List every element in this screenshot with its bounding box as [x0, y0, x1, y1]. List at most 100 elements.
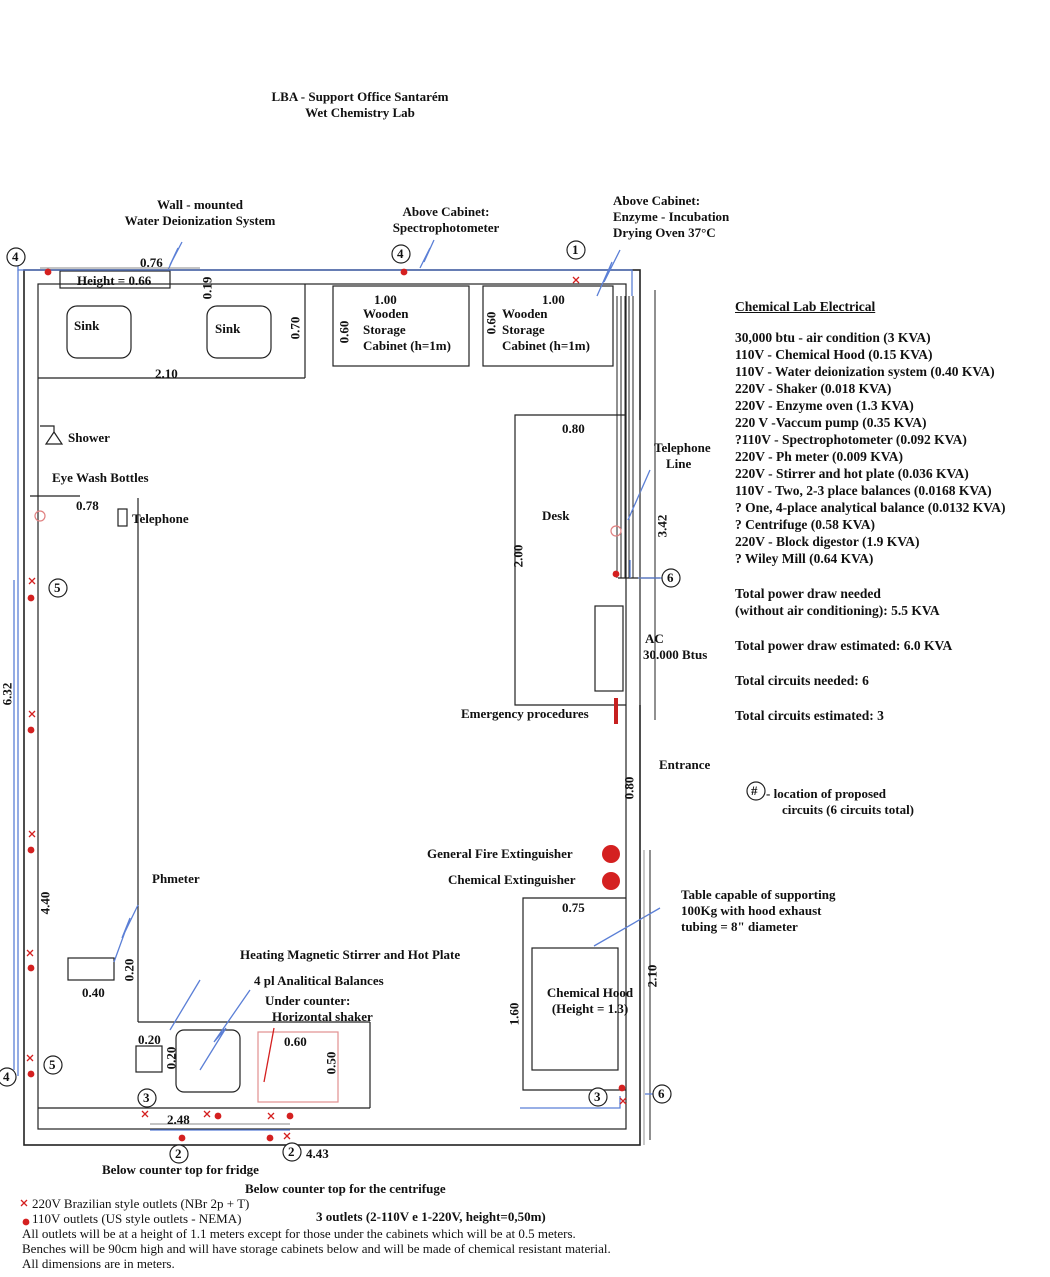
note-dimensions: All dimensions are in meters.: [22, 1256, 175, 1271]
circuit-3-right: 3: [594, 1089, 601, 1104]
electrical-item: 220 V -Vaccum pump (0.35 KVA): [735, 415, 927, 430]
notes: 220V Brazilian style outlets (NBr 2p + T…: [20, 1196, 611, 1271]
label-desk: Desk: [542, 508, 570, 523]
label-telephone: Telephone: [132, 511, 189, 526]
open-outlets: [34, 510, 622, 537]
circuit-4-left: 4: [12, 249, 19, 264]
dim-4.40: 4.40: [37, 891, 53, 915]
dim-0.40: 0.40: [82, 985, 105, 1000]
circuit-4-bottom: 4: [3, 1069, 10, 1084]
dim-6.32: 6.32: [0, 682, 15, 706]
electrical-item: 220V - Shaker (0.018 KVA): [735, 381, 892, 396]
label-height-box: Height = 0.66: [77, 273, 152, 288]
circuit-wiring: [13, 239, 662, 1131]
electrical-item: 110V - Water deionization system (0.40 K…: [735, 364, 995, 379]
telephone-symbol: [117, 508, 128, 527]
dim-0.80-desk: 0.80: [562, 421, 585, 436]
dim-1.00-right: 1.00: [542, 292, 565, 307]
label-fridge: Below counter top for fridge: [102, 1162, 259, 1177]
dim-0.60-shaker: 0.60: [284, 1034, 307, 1049]
dim-1.60: 1.60: [506, 1002, 522, 1026]
electrical-item: 220V - Enzyme oven (1.3 KVA): [735, 398, 914, 413]
label-under-counter: Under counter: Horizontal shaker: [265, 993, 373, 1024]
dim-2.48: 2.48: [167, 1112, 190, 1127]
title-line-1: LBA - Support Office Santarém: [271, 89, 449, 104]
electrical-item: ? One, 4-place analytical balance (0.013…: [735, 500, 1006, 515]
dim-0.50: 0.50: [323, 1051, 339, 1075]
total-needed-line-2: (without air conditioning): 5.5 KVA: [735, 603, 940, 618]
electrical-items: 30,000 btu - air condition (3 KVA) 110V …: [735, 329, 1006, 567]
total-needed-line-1: Total power draw needed: [735, 586, 881, 601]
circuit-5-lower: 5: [49, 1057, 56, 1072]
legend-circuits: - location of proposed circuits (6 circu…: [766, 786, 915, 817]
shaker-box: [257, 1031, 339, 1103]
inner-wall: [37, 283, 627, 1130]
circuit-3-left: 3: [143, 1090, 150, 1105]
legend-220v: 220V Brazilian style outlets (NBr 2p + T…: [32, 1196, 250, 1211]
electrical-item: 220V - Stirrer and hot plate (0.036 KVA): [735, 466, 969, 481]
dim-0.60-left: 0.60: [336, 320, 352, 344]
title-line-2: Wet Chemistry Lab: [305, 105, 415, 120]
dim-2.00: 2.00: [510, 544, 526, 568]
electrical-item: 30,000 btu - air condition (3 KVA): [735, 330, 931, 345]
circuit-2-right: 2: [288, 1144, 295, 1159]
legend-hash-symbol: #: [751, 783, 758, 798]
total-estimated: Total power draw estimated: 6.0 KVA: [735, 638, 953, 653]
right-wall-lines: [614, 290, 656, 1140]
height-box: [59, 270, 171, 289]
ac-unit: [594, 605, 624, 692]
label-sink-2: Sink: [215, 321, 241, 336]
label-above-spectro: Above Cabinet: Spectrophotometer: [392, 204, 500, 235]
dim-0.20-box: 0.20: [138, 1032, 161, 1047]
circuit-markers: [0, 240, 766, 1164]
cabinet-1: [332, 285, 470, 367]
fire-extinguisher-icon: [602, 845, 620, 863]
dim-2.10-top: 2.10: [155, 366, 178, 381]
label-table-note: Table capable of supporting 100Kg with h…: [681, 887, 836, 934]
cabinets: [332, 285, 614, 367]
electrical-summary: Chemical Lab Electrical 30,000 btu - air…: [735, 298, 1006, 724]
cabinet-2: [482, 285, 614, 367]
label-analytical-balances: 4 pl Analitical Balances: [254, 973, 384, 988]
label-eye-wash: Eye Wash Bottles: [52, 470, 149, 485]
dim-0.20-vertical: 0.20: [163, 1046, 179, 1070]
electrical-item: 220V - Ph meter (0.009 KVA): [735, 449, 903, 464]
electrical-item: 110V - Chemical Hood (0.15 KVA): [735, 347, 933, 362]
phmeter-box: [67, 957, 115, 981]
desk-outline: [514, 414, 660, 706]
dim-0.75: 0.75: [562, 900, 585, 915]
circuits-needed: Total circuits needed: 6: [735, 673, 869, 688]
label-three-outlets: 3 outlets (2-110V e 1-220V, height=0,50m…: [316, 1209, 546, 1224]
dim-0.80-entrance: 0.80: [621, 776, 637, 800]
circuits-estimated: Total circuits estimated: 3: [735, 708, 884, 723]
sink-basin-2: [206, 305, 272, 359]
label-centrifuge: Below counter top for the centrifuge: [245, 1181, 446, 1196]
dim-1.00-left: 1.00: [374, 292, 397, 307]
label-chemical-extinguisher: Chemical Extinguisher: [448, 872, 576, 887]
label-cabinet-1: Wooden Storage Cabinet (h=1m): [363, 306, 451, 353]
dim-3.42: 3.42: [654, 514, 670, 538]
label-sink-1: Sink: [74, 318, 100, 333]
label-ac: AC 30.000 Btus: [643, 631, 708, 662]
hood-area: [522, 897, 626, 1091]
sink-basin-1: [66, 305, 132, 359]
circuit-2-left: 2: [175, 1146, 182, 1161]
electrical-item: 110V - Two, 2-3 place balances (0.0168 K…: [735, 483, 992, 498]
dim-0.60-right: 0.60: [483, 311, 499, 335]
shower-symbol: [40, 425, 64, 445]
electrical-item: ? Centrifuge (0.58 KVA): [735, 517, 875, 532]
note-benches: Benches will be 90cm high and will have …: [22, 1241, 611, 1256]
circuit-6-upper: 6: [667, 570, 674, 585]
dim-0.78: 0.78: [76, 498, 99, 513]
left-bench: [30, 495, 371, 1109]
label-phmeter: Phmeter: [152, 871, 200, 886]
chemical-hood-box: [531, 947, 619, 1071]
label-telephone-line: Telephone Line: [654, 440, 711, 471]
dim-0.19: 0.19: [199, 276, 215, 300]
outlets-220v: [20, 276, 627, 1207]
dim-0.20-phmeter: 0.20: [121, 958, 137, 982]
extinguishers: [602, 845, 620, 890]
shaker-callout: [263, 1027, 275, 1083]
electrical-item: ? Wiley Mill (0.64 KVA): [735, 551, 874, 566]
label-emergency-procedures: Emergency procedures: [461, 706, 589, 721]
